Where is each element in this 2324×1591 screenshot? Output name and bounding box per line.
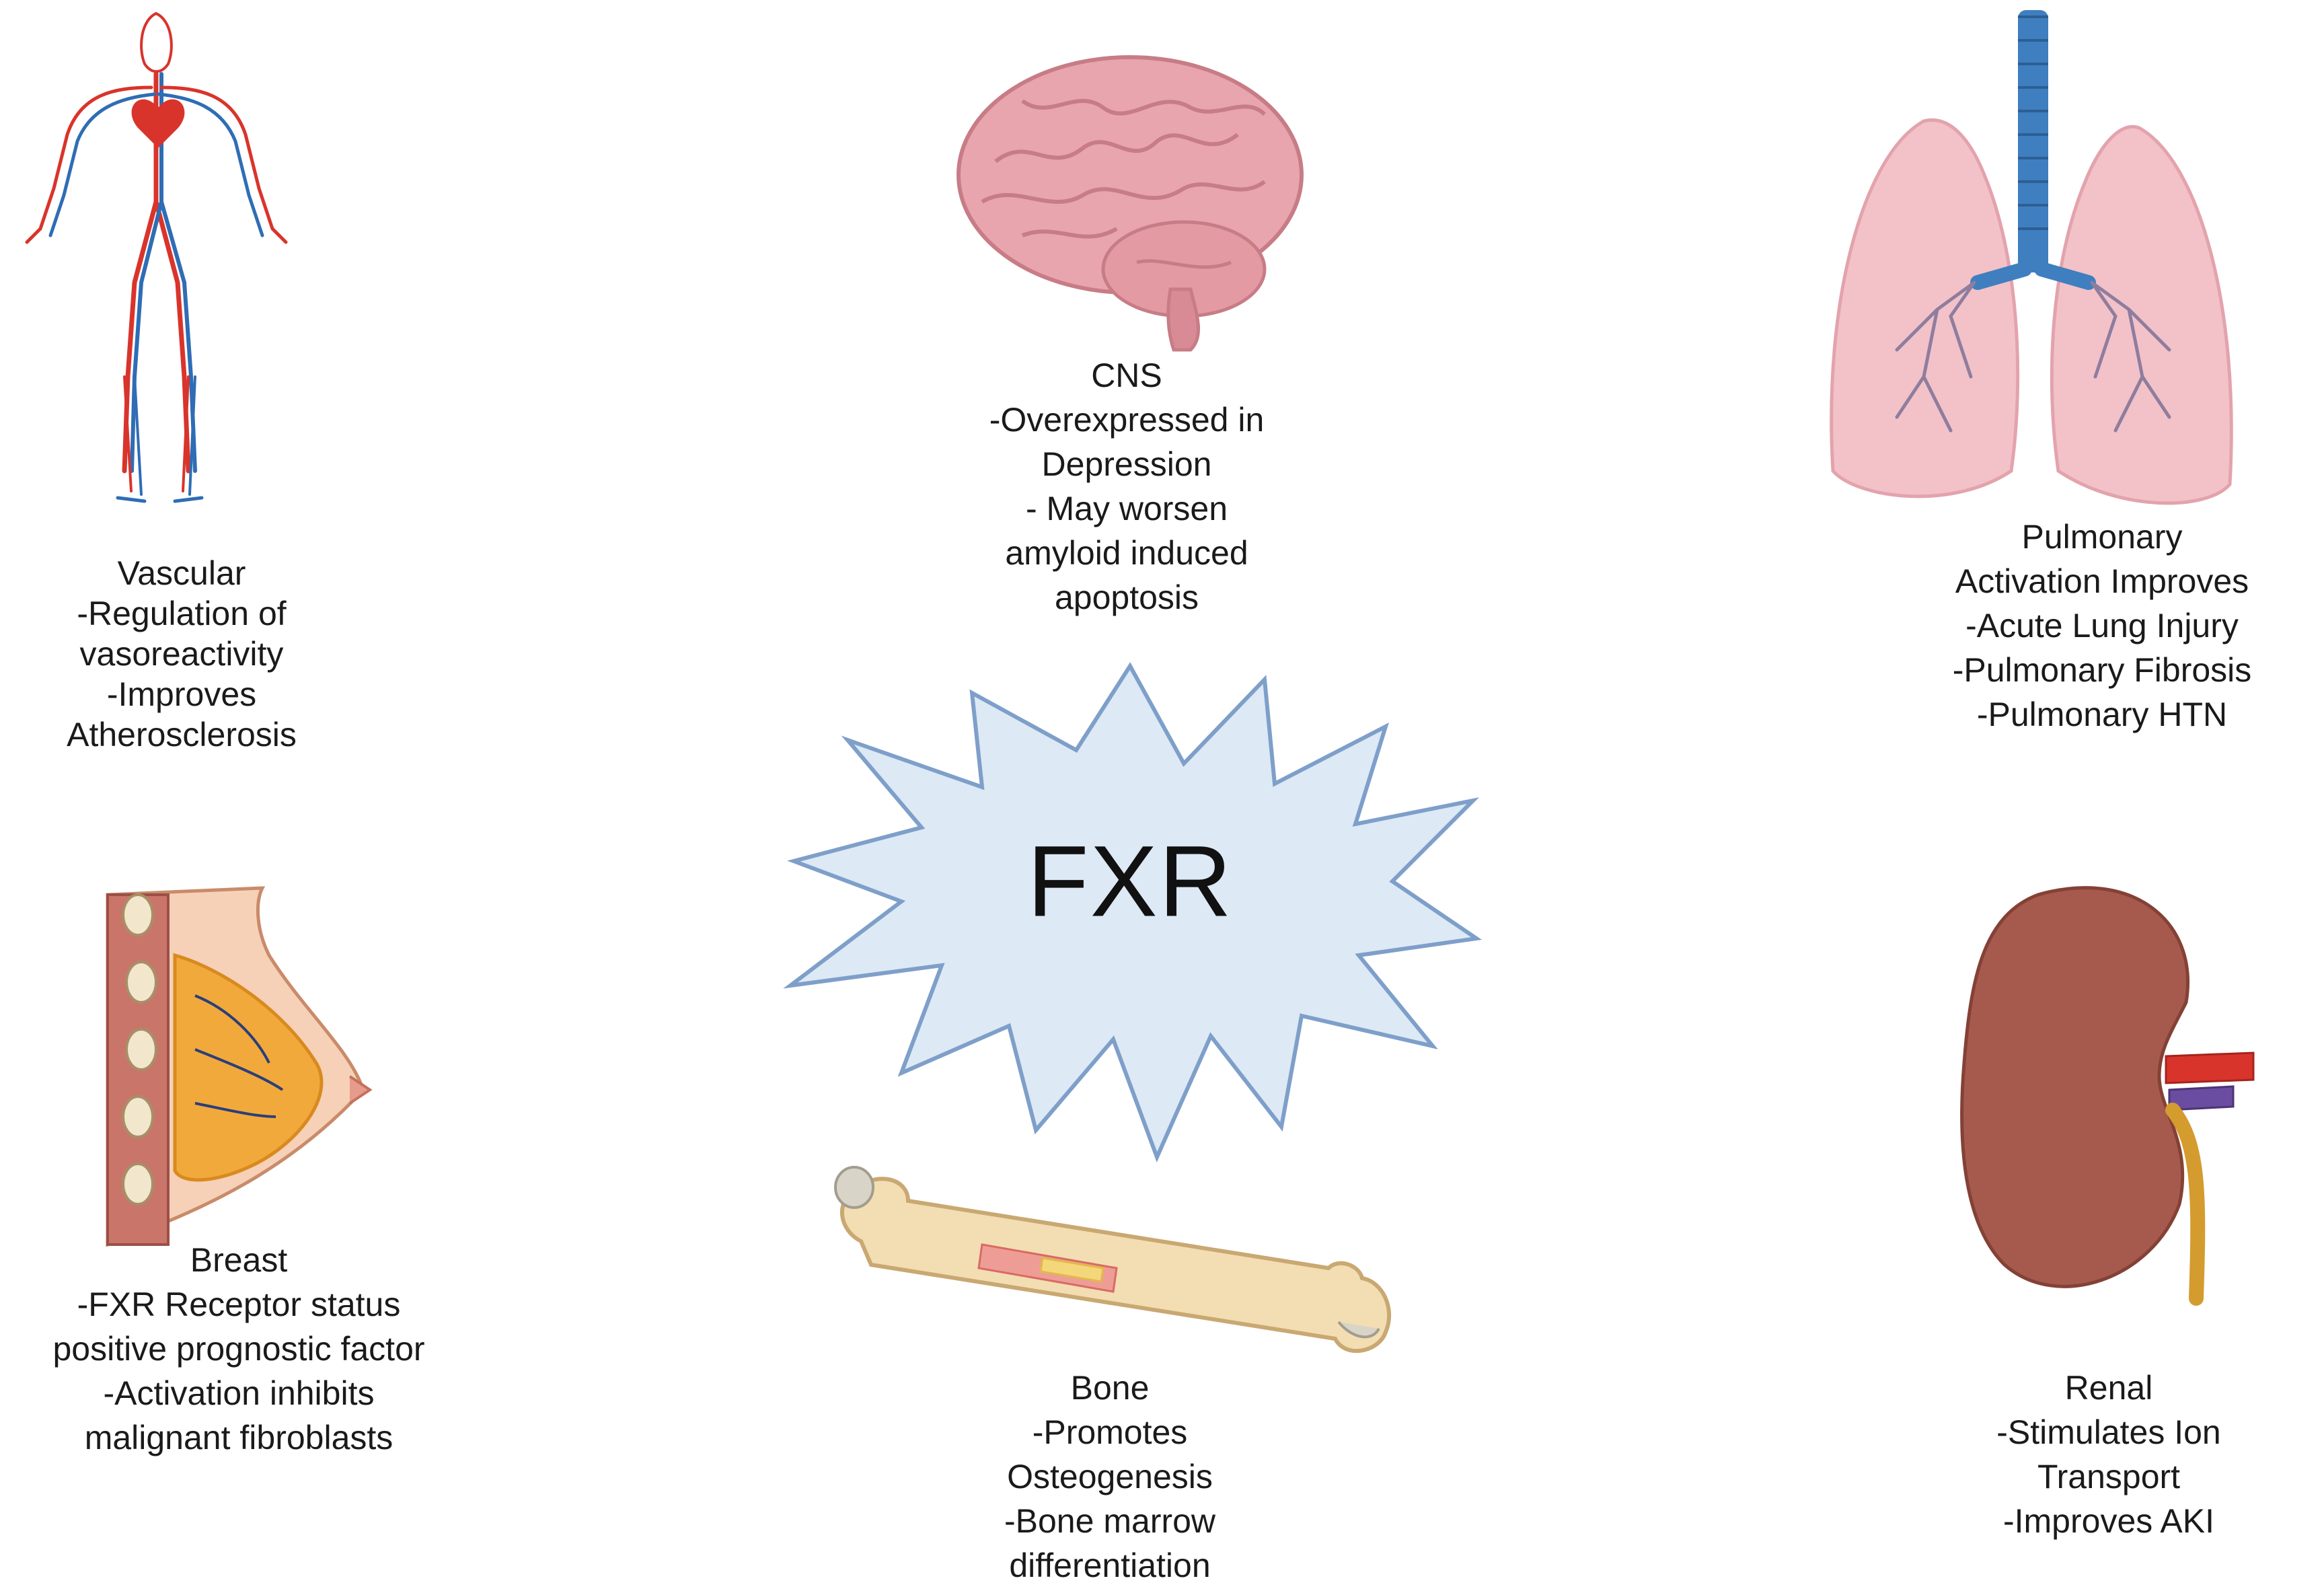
lungs-icon [1830,10,2233,505]
bone-icon [834,1166,1391,1353]
pulmonary-title: Pulmonary [2021,518,2183,556]
fxr-starburst [783,662,1483,1162]
breast-line: malignant fibroblasts [84,1419,393,1456]
pulmonary-line: Activation Improves [1955,562,2249,600]
bone-text-block: Bone -Promotes Osteogenesis -Bone marrow… [1004,1366,1215,1588]
cns-line: Depression [1041,445,1212,483]
renal-title: Renal [2064,1369,2153,1407]
vascular-line: -Improves [106,675,257,713]
cns-line: - May worsen [1025,490,1228,527]
kidney-icon [1960,886,2255,1306]
pulmonary-line: -Acute Lung Injury [1965,607,2239,644]
renal-line: -Stimulates Ion [1996,1413,2221,1451]
breast-line: positive prognostic factor [52,1330,425,1368]
cns-title: CNS [1091,357,1162,394]
renal-line: Transport [2037,1458,2181,1495]
vascular-line: -Regulation of [77,595,287,632]
cns-line: amyloid induced [1005,534,1248,572]
renal-text-block: Renal -Stimulates Ion Transport -Improve… [1996,1366,2220,1543]
pulmonary-text-block: Pulmonary Activation Improves -Acute Lun… [1953,515,2252,737]
breast-line: -FXR Receptor status [77,1286,401,1323]
vascular-title: Vascular [117,554,246,592]
pulmonary-line: -Pulmonary HTN [1976,696,2228,733]
cns-text-block: CNS -Overexpressed in Depression - May w… [989,353,1265,620]
bone-line: -Bone marrow [1004,1502,1215,1540]
circulatory-system-icon [25,12,288,503]
breast-tissue-icon [106,886,373,1247]
bone-line: Osteogenesis [1007,1458,1213,1495]
brain-icon [957,55,1304,352]
pulmonary-line: -Pulmonary Fibrosis [1952,651,2252,689]
renal-line: -Improves AKI [2002,1502,2214,1540]
vascular-line: vasoreactivity [79,635,284,673]
breast-title: Breast [190,1241,288,1279]
breast-line: -Activation inhibits [103,1374,375,1412]
breast-text-block: Breast -FXR Receptor status positive pro… [52,1238,424,1460]
bone-line: -Promotes [1032,1413,1188,1451]
vascular-text-block: Vascular -Regulation of vasoreactivity -… [67,553,297,755]
vascular-line: Atherosclerosis [67,716,297,753]
cns-line: apoptosis [1054,579,1199,616]
cns-line: -Overexpressed in [989,401,1265,439]
heart-icon [131,99,185,148]
bone-line: differentiation [1009,1547,1211,1584]
bone-title: Bone [1070,1369,1150,1407]
fxr-label: FXR [1027,824,1233,938]
